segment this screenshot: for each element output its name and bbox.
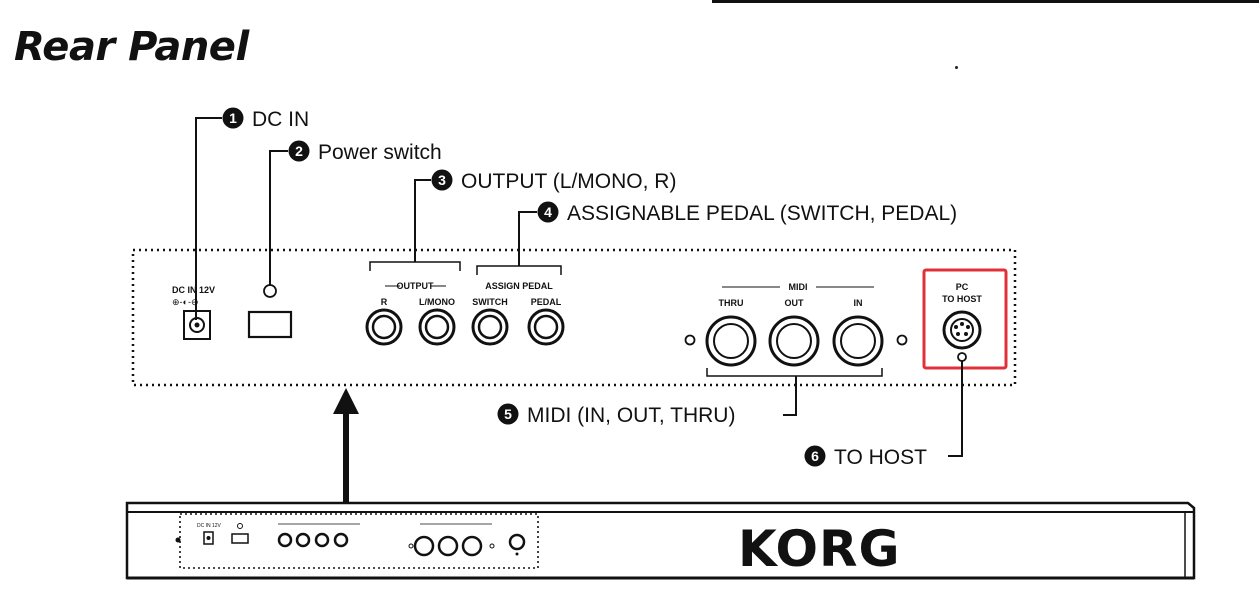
output-r-jack[interactable] [365,308,403,346]
zoom-arrow [333,388,359,512]
to-host-screw [957,352,967,362]
callout-3: 3 OUTPUT (L/MONO, R) [431,169,676,193]
midi-thru-port[interactable] [705,315,757,367]
output-r-label: R [381,297,388,307]
svg-text:6: 6 [811,448,819,464]
midi-out-label: OUT [785,298,805,308]
output-bracket [369,261,461,271]
page-title: Rear Panel [14,24,249,70]
svg-text:Power switch: Power switch [318,141,442,164]
svg-text:3: 3 [438,172,446,188]
to-host-port[interactable] [942,310,982,350]
pedal-group-label: ASSIGN PEDAL [485,281,553,291]
callout-4: 4 ASSIGNABLE PEDAL (SWITCH, PEDAL) [537,201,957,225]
leader-midi [783,376,797,416]
pedal-switch-jack[interactable] [471,308,509,346]
midi-out-port[interactable] [768,315,820,367]
svg-text:2: 2 [295,143,303,159]
midi-in-label: IN [854,298,863,308]
callout-6: 6 TO HOST [804,445,927,469]
callout-5: 5 MIDI (IN, OUT, THRU) [497,403,735,427]
callout-2: 2 Power switch [288,140,442,164]
pedal-pedal-label: PEDAL [531,297,562,307]
to-host-highlight [922,268,1008,370]
output-group-label: OUTPUT [397,281,435,291]
panel-outline [131,248,1017,387]
svg-text:DC IN: DC IN [252,108,309,131]
svg-text:TO HOST: TO HOST [834,446,927,469]
pc-label: PC [956,282,969,292]
pedal-bracket [476,265,562,275]
midi-screw-right [896,334,908,346]
leader-output [414,179,431,262]
svg-text:DC IN 12V: DC IN 12V [197,523,222,529]
leader-to-host [948,361,963,457]
leader-dc-in [195,117,222,320]
svg-text:5: 5 [504,406,512,422]
power-icon [263,284,277,298]
midi-bracket [706,368,883,377]
pedal-switch-label: SWITCH [472,297,508,307]
stray-dot [955,66,958,69]
to-host-panel-label: TO HOST [942,294,982,304]
midi-in-port[interactable] [832,315,884,367]
leader-pedal [518,211,537,266]
svg-text:1: 1 [229,110,237,126]
keyboard-rear-view: DC IN 12V [125,501,1196,580]
svg-text:4: 4 [544,204,552,220]
midi-screw-left [684,334,696,346]
callout-1: 1 DC IN [222,107,309,131]
korg-logo: KORG [738,520,901,578]
output-lmono-label: L/MONO [419,297,455,307]
midi-group-label: MIDI [789,282,808,292]
pedal-pedal-jack[interactable] [527,308,565,346]
top-rule [712,0,1259,3]
dc-polarity-symbols: ⊕-◐-⊖ [172,297,199,307]
output-lmono-jack[interactable] [418,308,456,346]
svg-text:ASSIGNABLE PEDAL (SWITCH, PEDA: ASSIGNABLE PEDAL (SWITCH, PEDAL) [567,202,957,225]
svg-text:OUTPUT (L/MONO, R): OUTPUT (L/MONO, R) [461,170,676,193]
leader-power [269,150,288,286]
midi-thru-label: THRU [719,298,744,308]
dc-in-label: DC IN 12V [172,285,215,295]
power-switch[interactable] [247,310,293,339]
svg-text:MIDI (IN, OUT, THRU): MIDI (IN, OUT, THRU) [527,404,735,427]
